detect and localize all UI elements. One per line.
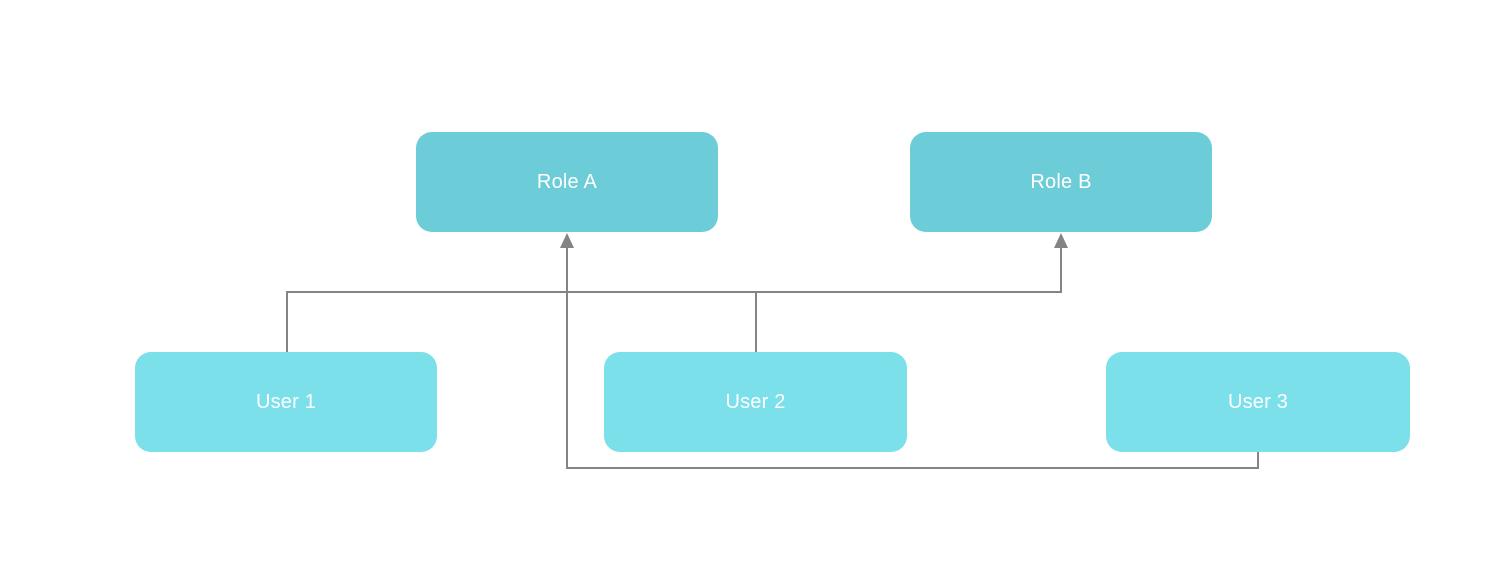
node-user-3: User 3 [1106, 352, 1410, 452]
arrowhead-user3-to-role-a [560, 233, 574, 248]
connector-user3-to-role-a [566, 248, 1259, 469]
node-label-user-2: User 2 [725, 390, 786, 413]
node-role-b: Role B [910, 132, 1212, 232]
connector-user1-to-role-b [286, 248, 1062, 352]
arrowhead-user1-to-role-b [1054, 233, 1068, 248]
node-user-2: User 2 [604, 352, 907, 452]
node-user-1: User 1 [135, 352, 437, 452]
node-label-role-a: Role A [536, 170, 598, 193]
node-label-user-3: User 3 [1227, 390, 1289, 413]
node-role-a: Role A [416, 132, 718, 232]
node-label-user-1: User 1 [255, 390, 317, 413]
node-label-role-b: Role B [1030, 170, 1092, 193]
